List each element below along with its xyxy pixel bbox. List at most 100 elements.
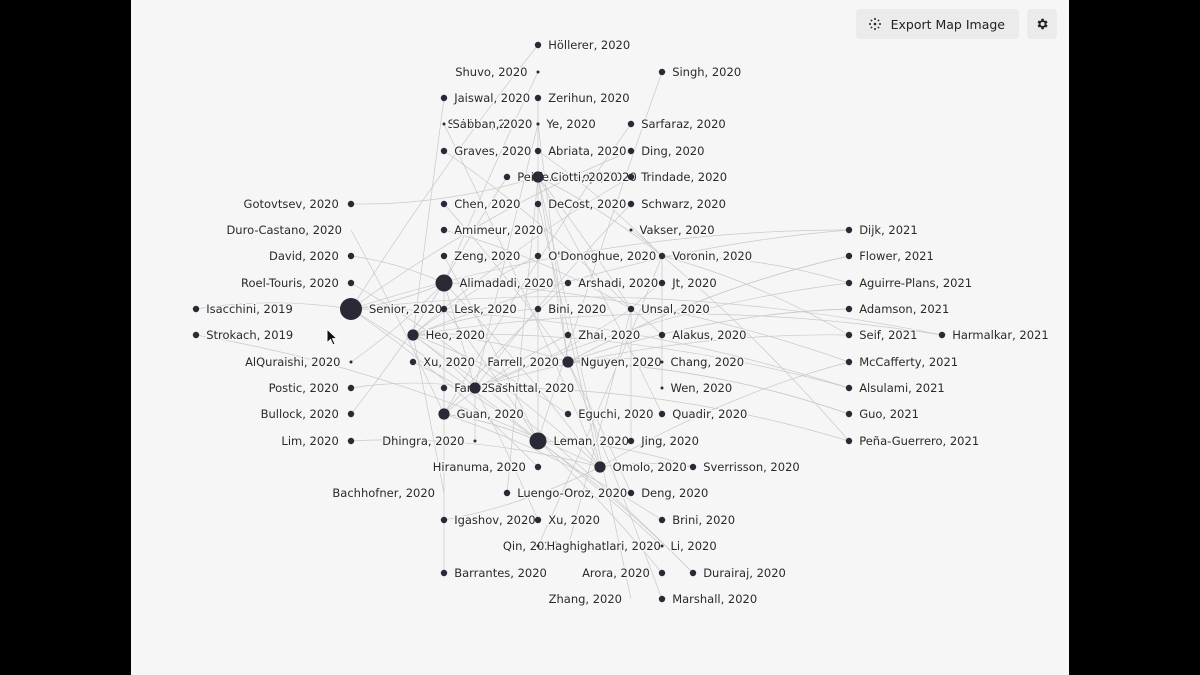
paper-node-dot[interactable] [473, 439, 477, 443]
paper-node[interactable]: Alimadadi, 2020 [435, 274, 555, 292]
paper-node-label[interactable]: Dijk, 2021 [858, 222, 919, 239]
paper-node-dot[interactable] [534, 463, 542, 471]
paper-node-label[interactable]: Senior, 2020 [368, 301, 444, 318]
paper-node[interactable]: Xu, 2020 [534, 512, 601, 529]
paper-node-dot[interactable] [440, 200, 448, 208]
paper-node[interactable]: Amimeur, 2020 [440, 222, 545, 239]
paper-node[interactable]: Isacchini, 2019 [192, 301, 295, 318]
paper-node-label[interactable]: Ciotti, 2020 [549, 169, 619, 186]
paper-node-label[interactable]: Arshadi, 2020 [577, 275, 660, 292]
paper-node-label[interactable]: Bachhofner, 2020 [331, 485, 437, 502]
paper-node[interactable]: Eguchi, 2020 [564, 406, 655, 423]
paper-node-label[interactable]: Flower, 2021 [858, 248, 936, 265]
paper-node-dot[interactable] [340, 298, 362, 320]
paper-node[interactable]: Bullock, 2020 [259, 406, 355, 423]
paper-node-label[interactable]: Sverrisson, 2020 [702, 459, 802, 476]
paper-node-dot[interactable] [845, 331, 853, 339]
paper-node[interactable]: Qin, 2020 [501, 538, 560, 555]
paper-node-label[interactable]: Peña-Guerrero, 2021 [858, 433, 981, 450]
paper-node-dot[interactable] [845, 384, 853, 392]
paper-node-dot[interactable] [658, 252, 666, 260]
paper-node[interactable]: Omolo, 2020 [594, 459, 688, 476]
paper-node[interactable]: Abriata, 2020 [534, 143, 628, 160]
paper-node-label[interactable]: Deng, 2020 [640, 485, 710, 502]
paper-node-label[interactable]: Zerihun, 2020 [547, 90, 631, 107]
paper-node-dot[interactable] [440, 569, 448, 577]
paper-node-dot[interactable] [440, 305, 448, 313]
paper-node-label[interactable]: Gotovtsev, 2020 [242, 196, 340, 213]
paper-node-dot[interactable] [845, 226, 853, 234]
paper-node[interactable]: Senior, 2020 [340, 298, 444, 320]
paper-node-label[interactable]: Roel-Touris, 2020 [240, 275, 341, 292]
paper-node[interactable]: Voronin, 2020 [658, 248, 754, 265]
paper-node[interactable]: Guan, 2020 [438, 406, 525, 423]
paper-node-label[interactable]: Farrell, 2020 [486, 354, 561, 371]
paper-node[interactable]: Aguirre-Plans, 2021 [845, 275, 974, 292]
paper-node-dot[interactable] [503, 489, 511, 497]
paper-node[interactable]: Harmalkar, 2021 [938, 327, 1050, 344]
paper-node[interactable]: Lim, 2020 [280, 433, 355, 450]
paper-node[interactable]: O'Donoghue, 2020 [534, 248, 658, 265]
paper-node-dot[interactable] [689, 463, 697, 471]
paper-node-label[interactable]: Leman, 2020 [552, 433, 630, 450]
paper-node-dot[interactable] [349, 360, 353, 364]
paper-node[interactable]: Fan, 2020 [440, 380, 512, 397]
paper-node-label[interactable]: Luengo-Oroz, 2020 [516, 485, 629, 502]
paper-node[interactable]: Zeng, 2020 [440, 248, 522, 265]
paper-node-dot[interactable] [658, 516, 666, 524]
paper-node[interactable]: Haghighatlari, 2020 [536, 538, 662, 555]
paper-node[interactable]: Bini, 2020 [534, 301, 608, 318]
paper-node-dot[interactable] [347, 200, 355, 208]
paper-node-dot[interactable] [347, 279, 355, 287]
paper-node-dot[interactable] [845, 279, 853, 287]
paper-node[interactable]: Nguyen, 2020 [562, 354, 663, 371]
paper-node-label[interactable]: Lesk, 2020 [453, 301, 519, 318]
paper-node-label[interactable]: Höllerer, 2020 [547, 37, 632, 54]
paper-node[interactable]: Sabban, 2020 [446, 116, 540, 133]
paper-node[interactable]: Trindade, 2020 [627, 169, 729, 186]
paper-node-label[interactable]: Sarfaraz, 2020 [640, 116, 728, 133]
paper-node[interactable]: Postic, 2020 [267, 380, 355, 397]
paper-node[interactable]: Wen, 2020 [660, 380, 734, 397]
paper-node-dot[interactable] [534, 94, 542, 102]
paper-node-dot[interactable] [627, 437, 635, 445]
paper-node-dot[interactable] [845, 410, 853, 418]
paper-node-dot[interactable] [347, 410, 355, 418]
paper-node-label[interactable]: Nguyen, 2020 [579, 354, 663, 371]
paper-node-dot[interactable] [536, 70, 540, 74]
paper-node-label[interactable]: Graves, 2020 [453, 143, 533, 160]
paper-node-label[interactable]: Strokach, 2019 [205, 327, 295, 344]
paper-node-label[interactable]: Alsulami, 2021 [858, 380, 947, 397]
paper-node[interactable]: Durairaj, 2020 [689, 565, 788, 582]
paper-node-label[interactable]: Li, 2020 [669, 538, 718, 555]
paper-node-dot[interactable] [192, 305, 200, 313]
paper-node-dot[interactable] [627, 147, 635, 155]
paper-node-dot[interactable] [435, 274, 453, 292]
paper-node-label[interactable]: Igashov, 2020 [453, 512, 537, 529]
paper-node-dot[interactable] [627, 173, 635, 181]
paper-node-label[interactable]: Brini, 2020 [671, 512, 737, 529]
paper-node-dot[interactable] [845, 305, 853, 313]
paper-node-dot[interactable] [440, 384, 448, 392]
paper-node-dot[interactable] [689, 569, 697, 577]
paper-node-dot[interactable] [347, 252, 355, 260]
paper-node[interactable]: Hiranuma, 2020 [431, 459, 542, 476]
paper-node-label[interactable]: Zhai, 2020 [577, 327, 642, 344]
paper-node-label[interactable]: Durairaj, 2020 [702, 565, 788, 582]
paper-node-dot[interactable] [562, 356, 574, 368]
paper-node-label[interactable]: Seif, 2021 [858, 327, 919, 344]
paper-node-dot[interactable] [658, 279, 666, 287]
paper-node[interactable]: Duro-Castano, 2020 [225, 222, 344, 239]
paper-node-label[interactable]: Postic, 2020 [267, 380, 340, 397]
paper-node-dot[interactable] [564, 279, 572, 287]
paper-node-dot[interactable] [347, 437, 355, 445]
paper-node-dot[interactable] [564, 410, 572, 418]
paper-node[interactable]: Leman, 2020 [529, 432, 630, 450]
paper-node-label[interactable]: Bullock, 2020 [259, 406, 340, 423]
paper-node[interactable]: Unsal, 2020 [627, 301, 711, 318]
paper-node-label[interactable]: Isacchini, 2019 [205, 301, 295, 318]
paper-node[interactable]: Roel-Touris, 2020 [240, 275, 355, 292]
settings-button[interactable] [1027, 9, 1057, 39]
paper-node[interactable]: Ciotti, 2020 [532, 169, 619, 186]
